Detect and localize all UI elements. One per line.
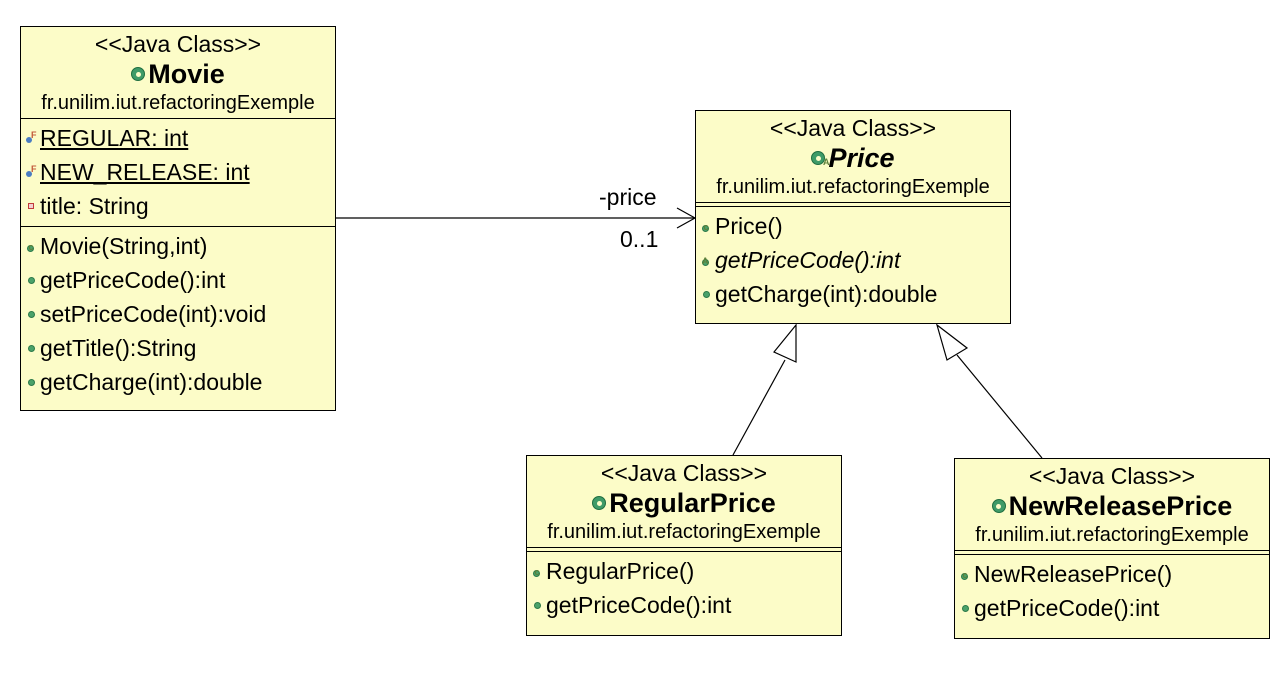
- generalization-regularprice-price: [732, 323, 797, 456]
- constructor-icon: c: [701, 221, 709, 232]
- static-field-icon: F: [24, 165, 38, 179]
- class-name: Movie: [21, 58, 335, 90]
- association-multiplicity-label: 0..1: [620, 226, 659, 252]
- class-header: <<Java Class>> Movie fr.unilim.iut.refac…: [21, 27, 335, 118]
- public-method-icon: [24, 341, 38, 355]
- class-icon: [131, 67, 146, 81]
- operation-row[interactable]: getPriceCode():int: [24, 263, 335, 297]
- class-icon: [592, 496, 607, 510]
- operation-row[interactable]: setPriceCode(int):void: [24, 297, 335, 331]
- operation-row[interactable]: c RegularPrice(): [530, 554, 841, 588]
- operation-row[interactable]: c Movie(String,int): [24, 229, 335, 263]
- stereotype: <<Java Class>>: [1028, 463, 1196, 489]
- attribute-row[interactable]: F NEW_RELEASE: int: [24, 155, 335, 189]
- attributes-compartment: F REGULAR: int F NEW_RELEASE: int title:…: [21, 119, 335, 226]
- operation-row[interactable]: getCharge(int):double: [24, 365, 335, 399]
- package-name: fr.unilim.iut.refactoringExemple: [41, 92, 315, 114]
- stereotype: <<Java Class>>: [769, 115, 937, 141]
- abstract-method-icon: A: [701, 255, 709, 266]
- public-method-icon: [24, 307, 38, 321]
- class-newreleaseprice[interactable]: <<Java Class>> NewReleasePrice fr.unilim…: [954, 458, 1270, 639]
- attribute-row[interactable]: F REGULAR: int: [24, 121, 335, 155]
- constructor-icon: c: [960, 569, 968, 580]
- public-method-icon: [24, 273, 38, 287]
- class-header: <<Java Class>> RegularPrice fr.unilim.iu…: [527, 456, 841, 547]
- static-field-icon: F: [24, 131, 38, 145]
- operations-compartment: c Movie(String,int) getPriceCode():int s…: [21, 227, 335, 402]
- operations-compartment: c Price() A getPriceCode():int getCharge…: [696, 207, 1010, 314]
- operations-compartment: c NewReleasePrice() getPriceCode():int: [955, 555, 1269, 628]
- operation-row[interactable]: c NewReleasePrice(): [958, 557, 1269, 591]
- class-header: <<Java Class>> A Price fr.unilim.iut.ref…: [696, 111, 1010, 202]
- package-name: fr.unilim.iut.refactoringExemple: [547, 521, 821, 543]
- class-icon: [991, 499, 1006, 513]
- association-role-label: -price: [599, 184, 657, 210]
- abstract-class-icon: A: [811, 151, 829, 167]
- package-name: fr.unilim.iut.refactoringExemple: [716, 176, 990, 198]
- class-movie[interactable]: <<Java Class>> Movie fr.unilim.iut.refac…: [20, 26, 336, 411]
- operation-row[interactable]: getPriceCode():int: [530, 588, 841, 622]
- operation-row[interactable]: c Price(): [699, 209, 1010, 243]
- class-name: RegularPrice: [527, 487, 841, 519]
- operation-row[interactable]: A getPriceCode():int: [699, 243, 1010, 277]
- class-name: A Price: [696, 142, 1010, 174]
- operation-row[interactable]: getTitle():String: [24, 331, 335, 365]
- operation-row[interactable]: getCharge(int):double: [699, 277, 1010, 311]
- constructor-icon: c: [26, 241, 34, 252]
- class-price[interactable]: <<Java Class>> A Price fr.unilim.iut.ref…: [695, 110, 1011, 324]
- public-method-icon: [958, 601, 972, 615]
- private-field-icon: [24, 199, 38, 213]
- attribute-row[interactable]: title: String: [24, 189, 335, 223]
- class-regularprice[interactable]: <<Java Class>> RegularPrice fr.unilim.iu…: [526, 455, 842, 636]
- operations-compartment: c RegularPrice() getPriceCode():int: [527, 552, 841, 625]
- public-method-icon: [24, 375, 38, 389]
- public-method-icon: [530, 598, 544, 612]
- stereotype: <<Java Class>>: [600, 460, 768, 486]
- package-name: fr.unilim.iut.refactoringExemple: [975, 524, 1249, 546]
- stereotype: <<Java Class>>: [94, 31, 262, 57]
- operation-row[interactable]: getPriceCode():int: [958, 591, 1269, 625]
- class-header: <<Java Class>> NewReleasePrice fr.unilim…: [955, 459, 1269, 550]
- generalization-newreleaseprice-price: [935, 323, 1043, 459]
- constructor-icon: c: [532, 566, 540, 577]
- public-method-icon: [699, 287, 713, 301]
- class-name: NewReleasePrice: [955, 490, 1269, 522]
